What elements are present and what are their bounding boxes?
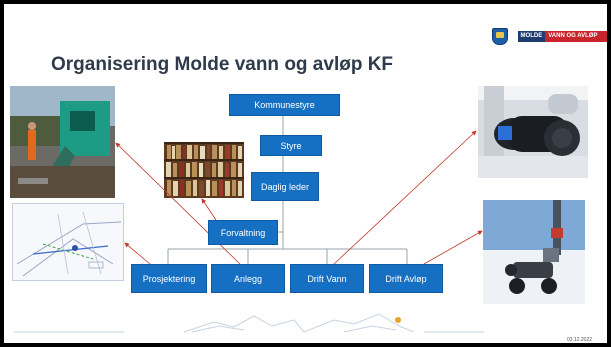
arrow-drift-avlop-robot — [423, 230, 483, 265]
footer-date: 03.12.2022 — [567, 337, 593, 343]
prosjektering-box: Prosjektering — [131, 264, 207, 293]
coat-of-arms-icon — [492, 27, 508, 45]
pipes-photo — [478, 86, 588, 178]
bookshelf-photo — [164, 142, 244, 198]
logo-text: MOLDE VANN OG AVLØP KF — [517, 30, 607, 50]
logo-text-right: VANN OG AVLØP KF — [545, 30, 607, 50]
molde-logo: MOLDE VANN OG AVLØP KF — [492, 27, 607, 50]
arrow-forvaltning-bookshelf — [201, 198, 217, 221]
forvaltning-box: Forvaltning — [208, 220, 278, 245]
anlegg-box: Anlegg — [211, 264, 285, 293]
drift-avlop-box: Drift Avløp — [369, 264, 443, 293]
mountain-footer-decoration — [14, 313, 484, 333]
daglig-leder-box: Daglig leder — [251, 172, 319, 201]
arrow-prosjektering-plan — [124, 242, 151, 265]
connector-lines — [115, 116, 483, 265]
kommunestyre-box: Kommunestyre — [229, 94, 340, 116]
slide-canvas: MOLDE VANN OG AVLØP KF Organisering Mold… — [4, 4, 607, 343]
arrow-drift-vann-pipes — [333, 130, 477, 265]
sun-dot-icon — [395, 317, 401, 323]
site-plan-drawing — [12, 203, 124, 281]
inspection-robot-photo — [483, 200, 585, 304]
styre-box: Styre — [260, 135, 322, 156]
logo-text-left: MOLDE — [517, 30, 546, 42]
excavator-photo — [10, 86, 115, 198]
slide-title: Organisering Molde vann og avløp KF — [51, 54, 394, 75]
drift-vann-box: Drift Vann — [290, 264, 364, 293]
